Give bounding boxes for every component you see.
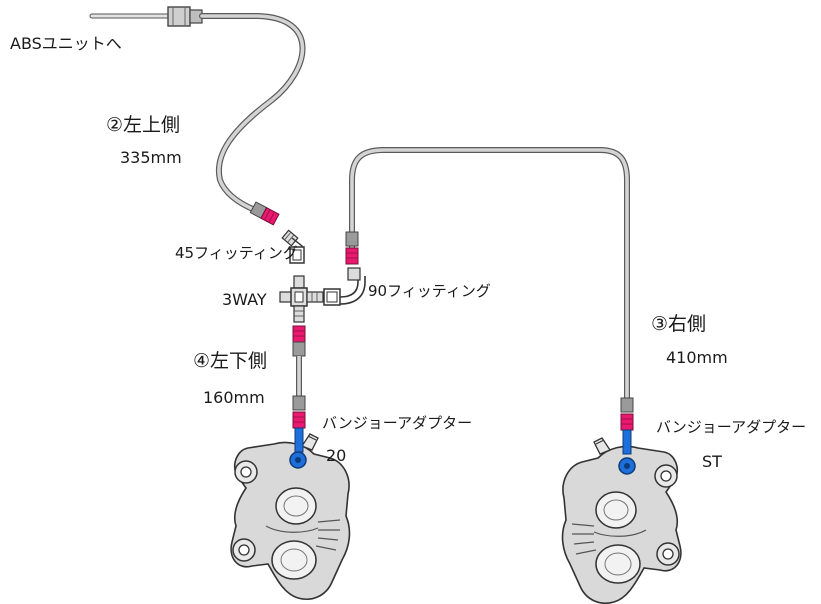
hose-left-upper [199,13,306,226]
hose-right [345,147,634,431]
left-lower-name: ④左下側 [193,350,268,372]
three-way-block [279,275,324,323]
caliper-left [230,427,351,601]
abs-unit-label: ABSユニットへ [10,34,122,53]
abs-inlet-pipe [89,6,203,27]
left-upper-length: 335mm [120,148,182,167]
banjo-left-code: 20 [326,446,347,465]
banjo-left-name: バンジョーアダプター [322,414,473,432]
fitting-90 [323,267,366,306]
fitting-45 [281,229,305,264]
banjo-right-name: バンジョーアダプター [656,418,807,436]
right-length: 410mm [666,348,728,367]
right-name: ③右側 [651,313,707,335]
left-lower-length: 160mm [203,388,265,407]
banjo-right-code: ST [702,452,722,471]
fitting-45-label: 45フィッティング [175,244,298,262]
hose-left-lower [292,325,306,429]
left-upper-name: ②左上側 [106,114,181,136]
fitting-90-label: 90フィッティング [368,282,491,300]
caliper-right [561,429,682,604]
three-way-label: 3WAY [222,290,267,309]
